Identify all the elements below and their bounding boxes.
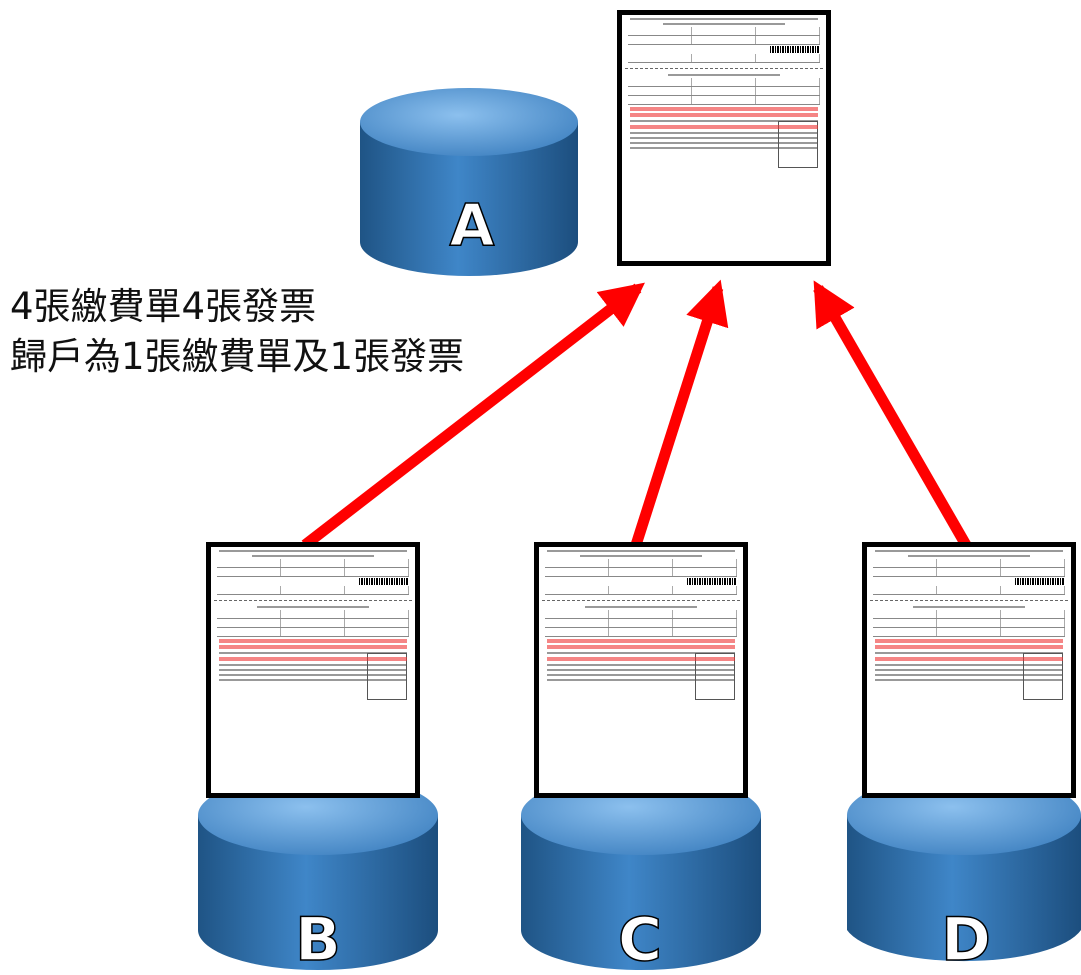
arrow-c-to-a xyxy=(630,279,729,547)
bill-document-icon xyxy=(206,542,420,798)
node-label-c: C xyxy=(618,905,662,975)
caption: 4張繳費單4張發票 歸戶為1張繳費單及1張發票 xyxy=(10,282,464,382)
caption-line-1: 4張繳費單4張發票 xyxy=(10,285,317,328)
arrow-d-to-a xyxy=(813,280,971,548)
arrow-b-to-a xyxy=(301,282,645,550)
bill-document-icon xyxy=(617,10,831,266)
bill-document-icon xyxy=(862,542,1076,798)
node-label-d: D xyxy=(941,905,991,975)
caption-line-2: 歸戶為1張繳費單及1張發票 xyxy=(10,335,465,378)
bill-document-icon xyxy=(534,542,748,798)
database-a xyxy=(360,88,578,276)
node-label-b: B xyxy=(295,905,341,975)
node-label-a: A xyxy=(450,191,495,259)
